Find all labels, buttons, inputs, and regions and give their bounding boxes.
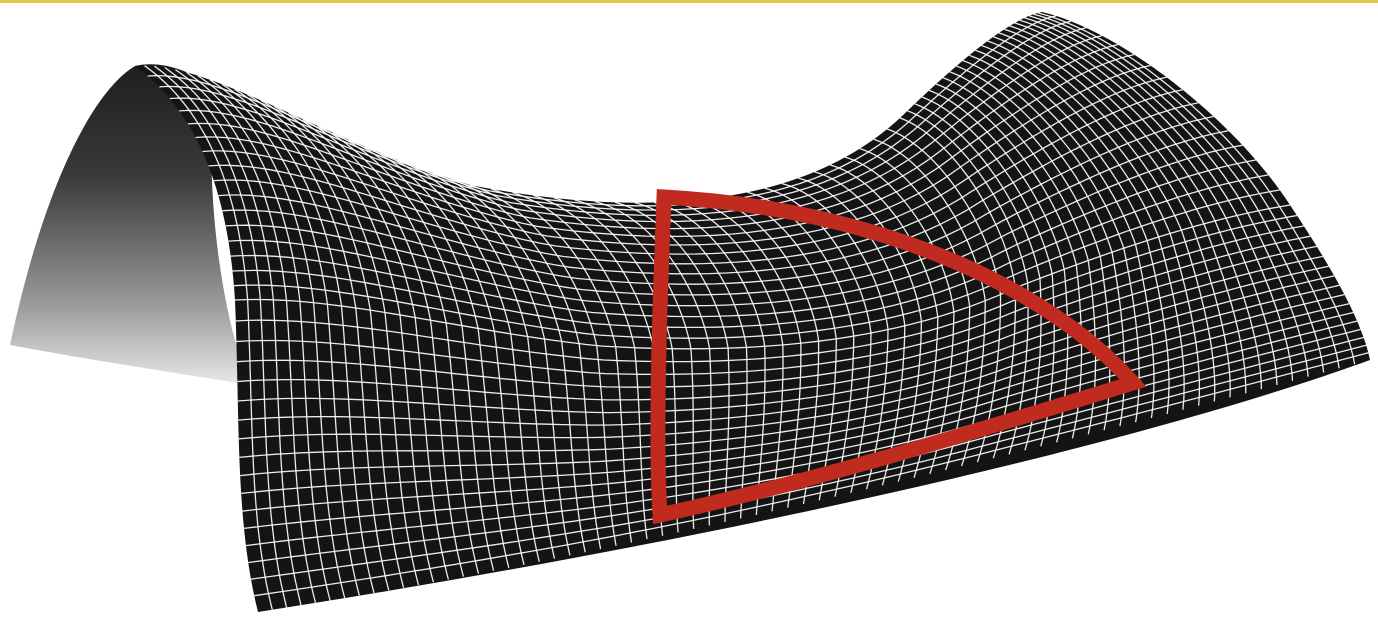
top-rule: [0, 0, 1378, 3]
saddle-surface: [135, 12, 1370, 612]
